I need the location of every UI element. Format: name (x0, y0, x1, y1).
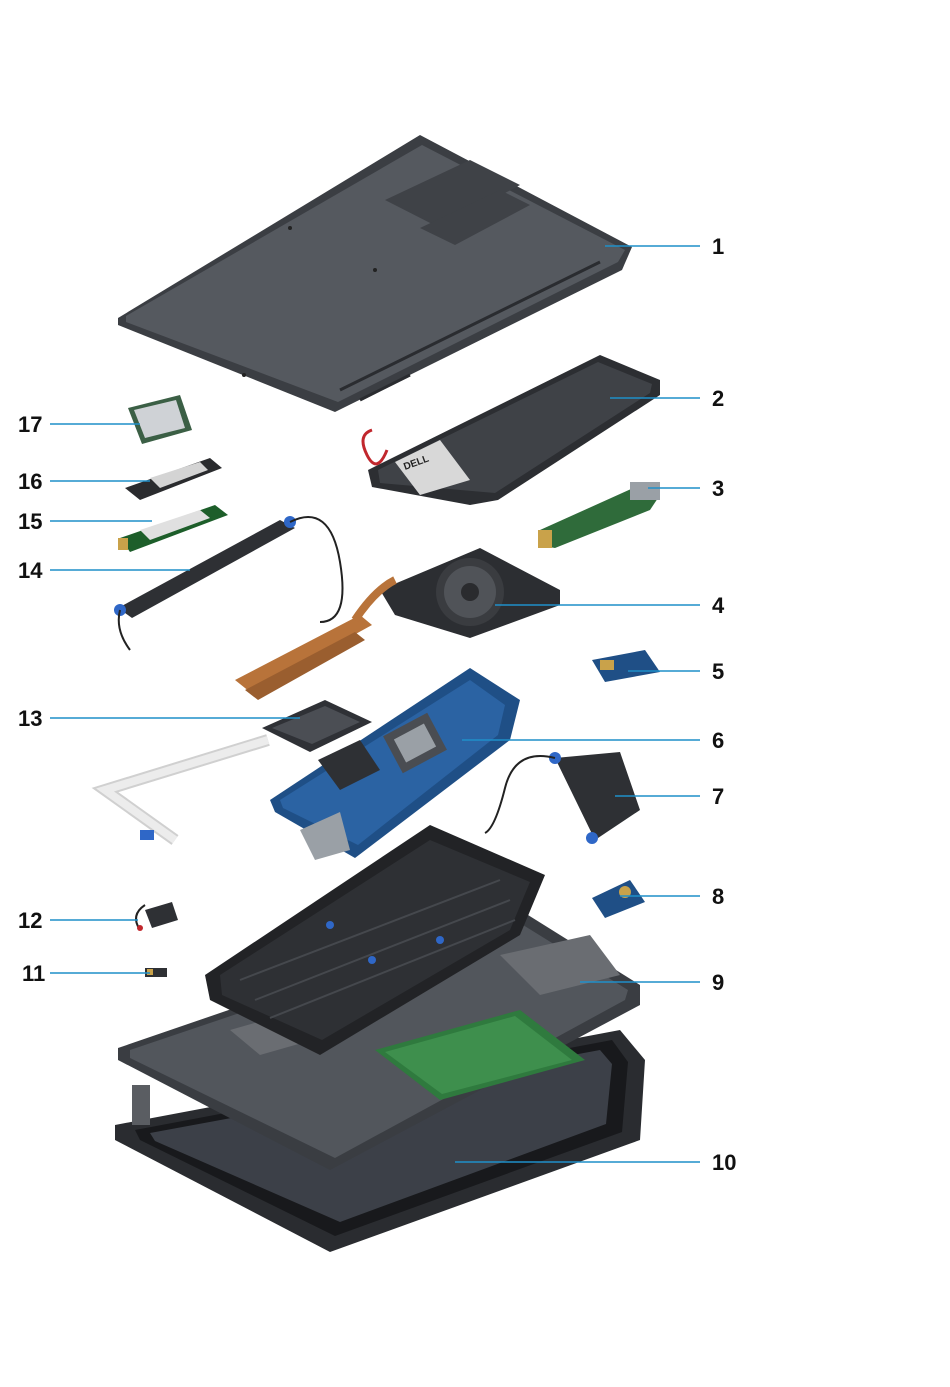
fingerprint-reader-board (592, 880, 645, 918)
callout-4: 4 (712, 593, 725, 618)
callout-6: 6 (712, 728, 724, 753)
callout-12: 12 (18, 908, 42, 933)
ssd-thermal-shield (125, 458, 222, 500)
callout-15: 15 (18, 509, 42, 534)
callout-1: 1 (712, 234, 724, 259)
callout-3: 3 (712, 476, 724, 501)
callout-11: 11 (22, 961, 45, 986)
callout-13: 13 (18, 706, 42, 731)
callout-14: 14 (18, 558, 43, 583)
callout-17: 17 (18, 412, 42, 437)
power-button-board (136, 902, 178, 931)
callout-8: 8 (712, 884, 724, 909)
base-cover (118, 135, 632, 412)
callout-10: 10 (712, 1150, 736, 1175)
callout-16: 16 (18, 469, 42, 494)
io-board (538, 482, 660, 548)
heatsink-fan (235, 548, 560, 700)
system-board (270, 668, 520, 860)
callout-5: 5 (712, 659, 724, 684)
wwan-card (128, 395, 192, 444)
speaker-right (485, 752, 640, 844)
callout-2: 2 (712, 386, 724, 411)
callout-7: 7 (712, 784, 724, 809)
callout-9: 9 (712, 970, 724, 995)
ssd (118, 505, 228, 552)
smart-card-reader-board (592, 650, 660, 682)
